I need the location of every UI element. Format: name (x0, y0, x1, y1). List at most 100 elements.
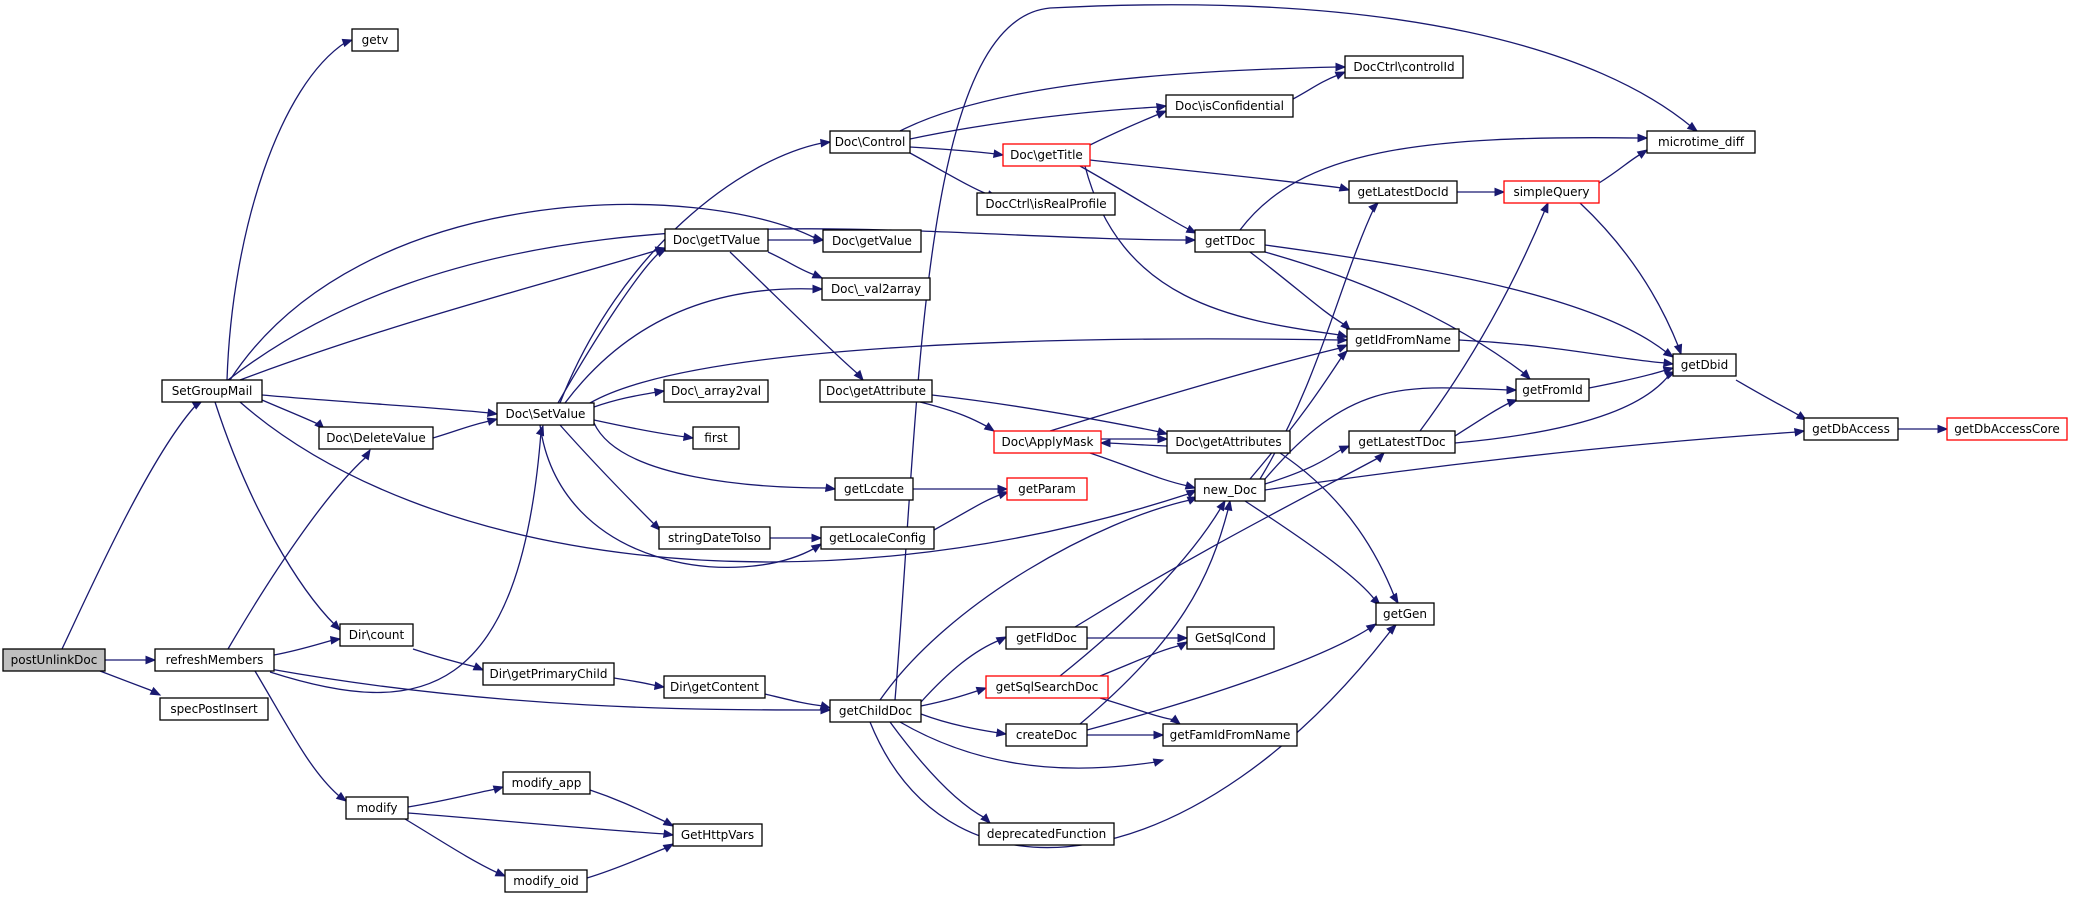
node-DocGetAttributes[interactable]: Doc\getAttributes (1166, 430, 1291, 454)
node-box[interactable] (1194, 478, 1266, 502)
node-box[interactable] (829, 699, 922, 723)
node-getv[interactable]: getv (351, 28, 399, 52)
node-box[interactable] (504, 869, 588, 893)
node-box[interactable] (834, 477, 914, 501)
node-box[interactable] (821, 277, 931, 301)
node-box[interactable] (1646, 130, 1756, 154)
node-box[interactable] (976, 192, 1116, 216)
node-box[interactable] (496, 402, 595, 426)
node-getFamIdFromName[interactable]: getFamIdFromName (1162, 723, 1298, 747)
node-box[interactable] (1344, 55, 1464, 79)
node-box[interactable] (1194, 229, 1266, 253)
node-box[interactable] (1165, 94, 1294, 118)
node-getLcdate[interactable]: getLcdate (834, 477, 914, 501)
node-DocArray2val[interactable]: Doc\_array2val (663, 379, 769, 403)
node-GetSqlCond[interactable]: GetSqlCond (1186, 626, 1275, 650)
node-newDoc[interactable]: new_Doc (1194, 478, 1266, 502)
node-box[interactable] (159, 697, 269, 721)
node-stringDateToIso[interactable]: stringDateToIso (658, 526, 771, 550)
node-box[interactable] (502, 771, 591, 795)
node-DocCtrlControlId[interactable]: DocCtrl\controlId (1344, 55, 1464, 79)
node-box[interactable] (829, 130, 911, 154)
node-box[interactable] (985, 675, 1109, 699)
node-box[interactable] (822, 229, 922, 253)
node-specPostInsert[interactable]: specPostInsert (159, 697, 269, 721)
node-box[interactable] (1005, 723, 1088, 747)
node-box[interactable] (1803, 417, 1899, 441)
node-getChildDoc[interactable]: getChildDoc (829, 699, 922, 723)
node-DocSetValue[interactable]: Doc\SetValue (496, 402, 595, 426)
node-modifyOid[interactable]: modify_oid (504, 869, 588, 893)
node-DocIsConfidential[interactable]: Doc\isConfidential (1165, 94, 1294, 118)
node-deprecatedFunction[interactable]: deprecatedFunction (978, 822, 1115, 846)
node-DocApplyMask[interactable]: Doc\ApplyMask (993, 430, 1102, 454)
node-getDbAccessCore[interactable]: getDbAccessCore (1946, 417, 2068, 441)
node-box[interactable] (692, 426, 740, 450)
node-DirCount[interactable]: Dir\count (339, 623, 414, 647)
node-getLatestTDoc[interactable]: getLatestTDoc (1348, 430, 1456, 454)
node-box[interactable] (339, 623, 414, 647)
node-DirGetContent[interactable]: Dir\getContent (663, 675, 766, 699)
node-box[interactable] (658, 526, 771, 550)
node-createDoc[interactable]: createDoc (1005, 723, 1088, 747)
node-DocDeleteValue[interactable]: Doc\DeleteValue (318, 426, 434, 450)
node-DocGetTValue[interactable]: Doc\getTValue (664, 228, 769, 252)
node-box[interactable] (672, 823, 763, 847)
node-getLatestDocId[interactable]: getLatestDocId (1348, 180, 1458, 204)
node-box[interactable] (161, 379, 263, 403)
node-getDbid[interactable]: getDbid (1672, 353, 1737, 377)
node-DocVal2array[interactable]: Doc\_val2array (821, 277, 931, 301)
node-DocControl[interactable]: Doc\Control (829, 130, 911, 154)
node-postUnlinkDoc[interactable]: postUnlinkDoc (2, 648, 106, 672)
node-getDbAccess[interactable]: getDbAccess (1803, 417, 1899, 441)
node-getSqlSearchDoc[interactable]: getSqlSearchDoc (985, 675, 1109, 699)
node-box[interactable] (1346, 328, 1460, 352)
node-box[interactable] (993, 430, 1102, 454)
node-box[interactable] (345, 796, 409, 820)
node-SetGroupMail[interactable]: SetGroupMail (161, 379, 263, 403)
node-box[interactable] (1005, 626, 1088, 650)
node-GetHttpVars[interactable]: GetHttpVars (672, 823, 763, 847)
node-DocCtrlIsRealProfile[interactable]: DocCtrl\isRealProfile (976, 192, 1116, 216)
node-box[interactable] (482, 662, 615, 686)
node-first[interactable]: first (692, 426, 740, 450)
node-box[interactable] (819, 379, 933, 403)
node-box[interactable] (978, 822, 1115, 846)
node-modifyApp[interactable]: modify_app (502, 771, 591, 795)
node-box[interactable] (1515, 378, 1590, 402)
node-refreshMembers[interactable]: refreshMembers (154, 648, 275, 672)
node-box[interactable] (1348, 430, 1456, 454)
node-box[interactable] (1375, 602, 1435, 626)
node-box[interactable] (1672, 353, 1737, 377)
node-box[interactable] (1006, 477, 1088, 501)
node-box[interactable] (351, 28, 399, 52)
node-DocGetTitle[interactable]: Doc\getTitle (1002, 143, 1091, 167)
node-box[interactable] (154, 648, 275, 672)
node-box[interactable] (1002, 143, 1091, 167)
node-DocGetAttribute[interactable]: Doc\getAttribute (819, 379, 933, 403)
node-box[interactable] (318, 426, 434, 450)
node-getFldDoc[interactable]: getFldDoc (1005, 626, 1088, 650)
node-getLocaleConfig[interactable]: getLocaleConfig (820, 526, 935, 550)
node-getTDoc[interactable]: getTDoc (1194, 229, 1266, 253)
node-box[interactable] (1348, 180, 1458, 204)
node-microtimeDiff[interactable]: microtime_diff (1646, 130, 1756, 154)
node-box[interactable] (663, 675, 766, 699)
node-DirGetPrimaryChild[interactable]: Dir\getPrimaryChild (482, 662, 615, 686)
node-box[interactable] (1503, 180, 1600, 204)
node-box[interactable] (1946, 417, 2068, 441)
node-box[interactable] (2, 648, 106, 672)
node-getParam[interactable]: getParam (1006, 477, 1088, 501)
node-simpleQuery[interactable]: simpleQuery (1503, 180, 1600, 204)
node-box[interactable] (820, 526, 935, 550)
node-modify[interactable]: modify (345, 796, 409, 820)
node-box[interactable] (663, 379, 769, 403)
node-getIdFromName[interactable]: getIdFromName (1346, 328, 1460, 352)
node-box[interactable] (1166, 430, 1291, 454)
node-getFromId[interactable]: getFromId (1515, 378, 1590, 402)
node-DocGetValue[interactable]: Doc\getValue (822, 229, 922, 253)
node-box[interactable] (1186, 626, 1275, 650)
node-getGen[interactable]: getGen (1375, 602, 1435, 626)
node-box[interactable] (1162, 723, 1298, 747)
node-box[interactable] (664, 228, 769, 252)
